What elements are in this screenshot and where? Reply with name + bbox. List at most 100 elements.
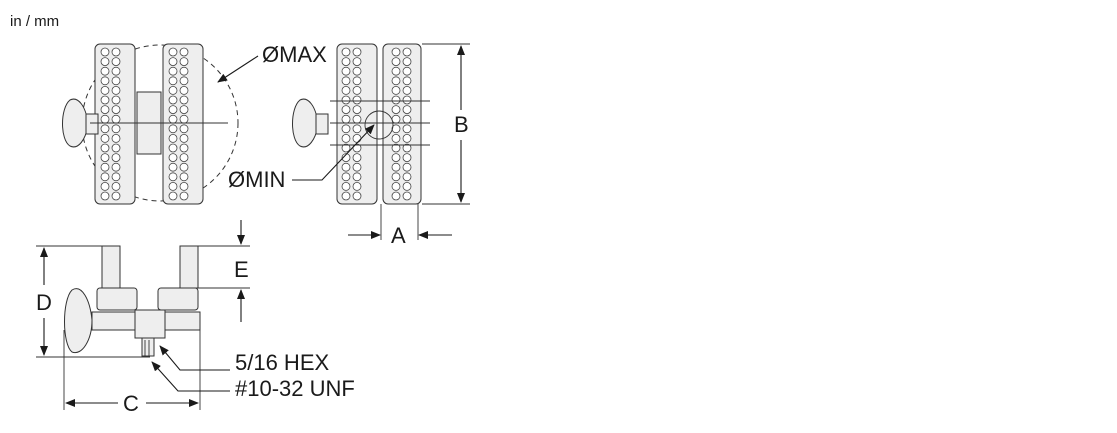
hole [100, 57, 110, 66]
hole [341, 172, 351, 182]
hole [402, 47, 412, 57]
hole [168, 57, 178, 66]
hole [168, 105, 178, 114]
hole [402, 114, 412, 124]
hole [341, 162, 351, 172]
hole [341, 143, 351, 153]
knob-min [292, 98, 319, 148]
hole [391, 162, 401, 172]
knob [62, 98, 89, 148]
hole [391, 153, 401, 163]
hole [402, 162, 412, 172]
right-jaw-plate-min [382, 43, 422, 205]
hole [168, 114, 178, 124]
hole [352, 191, 362, 201]
hole [341, 66, 351, 76]
hole [100, 76, 110, 86]
hole [100, 191, 110, 201]
side-view [64, 245, 201, 357]
hole [111, 191, 121, 201]
hole [352, 76, 362, 86]
hole [402, 57, 412, 66]
hole [391, 86, 401, 95]
hole [111, 181, 121, 191]
top-view-min [292, 43, 430, 205]
hole [111, 86, 121, 95]
hole [100, 95, 110, 105]
hole [179, 153, 189, 163]
hole [168, 86, 178, 95]
hole [168, 124, 178, 134]
min-diameter-label: ØMIN [228, 167, 285, 192]
hole [111, 162, 121, 172]
hole [391, 143, 401, 153]
hole [352, 66, 362, 76]
hole [352, 124, 362, 134]
hole [341, 86, 351, 95]
hole [100, 47, 110, 57]
hole [341, 153, 351, 163]
hole [352, 86, 362, 95]
hole [391, 124, 401, 134]
min-leader [292, 124, 375, 181]
hole [352, 172, 362, 182]
hole [352, 47, 362, 57]
max-leader [217, 55, 259, 83]
hole [111, 76, 121, 86]
hole [341, 47, 351, 57]
dim-c-label: C [123, 391, 139, 416]
hole [179, 105, 189, 114]
hole [391, 57, 401, 66]
hole [168, 133, 178, 143]
hole [100, 105, 110, 114]
hole [402, 86, 412, 95]
thread-leader [151, 361, 230, 392]
dim-b-label: B [454, 112, 469, 137]
hole [402, 133, 412, 143]
hole [168, 76, 178, 86]
hole [341, 124, 351, 134]
thread-callout: #10-32 UNF [235, 376, 355, 401]
hole [179, 47, 189, 57]
hole [100, 172, 110, 182]
hole [168, 143, 178, 153]
hole [402, 124, 412, 134]
hole [402, 181, 412, 191]
hole [100, 114, 110, 124]
hole [391, 172, 401, 182]
dim-a-label: A [391, 223, 406, 248]
hole [168, 95, 178, 105]
hole [402, 66, 412, 76]
hole [341, 57, 351, 66]
hole [179, 57, 189, 66]
left-jaw-body [96, 287, 138, 311]
units-label: in / mm [10, 13, 60, 30]
hole [111, 133, 121, 143]
hole [168, 172, 178, 182]
hole [341, 191, 351, 201]
hole [352, 57, 362, 66]
hole [352, 162, 362, 172]
hole-grid-right [168, 47, 189, 201]
hole [391, 191, 401, 201]
hole [100, 133, 110, 143]
hole [111, 114, 121, 124]
knob-shaft [85, 113, 99, 135]
hole [111, 95, 121, 105]
hole [168, 66, 178, 76]
hole [391, 47, 401, 57]
hole [100, 66, 110, 76]
hole [100, 143, 110, 153]
hole [391, 66, 401, 76]
hole [402, 76, 412, 86]
hole [111, 172, 121, 182]
hole [179, 86, 189, 95]
right-post [179, 245, 199, 289]
hole [402, 95, 412, 105]
hole [168, 181, 178, 191]
dim-d-label: D [36, 290, 52, 315]
hole [100, 153, 110, 163]
hole [341, 95, 351, 105]
hole-grid-left-min [341, 47, 362, 201]
